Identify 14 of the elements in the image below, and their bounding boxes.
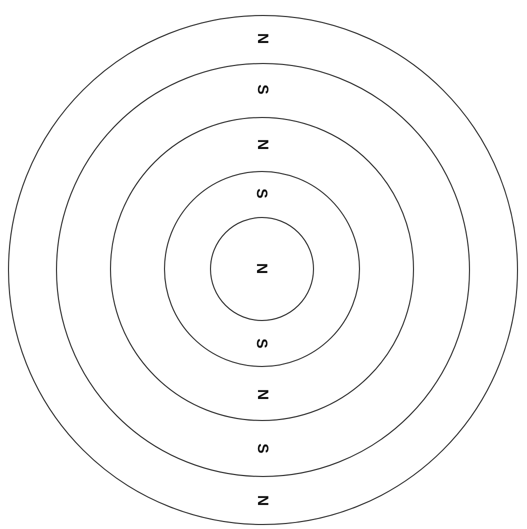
ring-circle xyxy=(210,216,314,321)
pole-label: N xyxy=(254,262,269,276)
pole-label: N xyxy=(255,494,270,508)
pole-label: S xyxy=(254,188,270,201)
pole-label: S xyxy=(254,338,270,351)
pole-label: N xyxy=(254,138,270,152)
pole-label: S xyxy=(254,84,270,97)
ring-circle xyxy=(110,117,414,422)
ring-circle xyxy=(164,171,360,368)
ring-circle xyxy=(56,62,470,477)
ring-circle xyxy=(8,15,518,525)
pole-label: S xyxy=(254,442,270,456)
pole-label: N xyxy=(255,32,270,46)
pole-label: N xyxy=(254,388,270,402)
